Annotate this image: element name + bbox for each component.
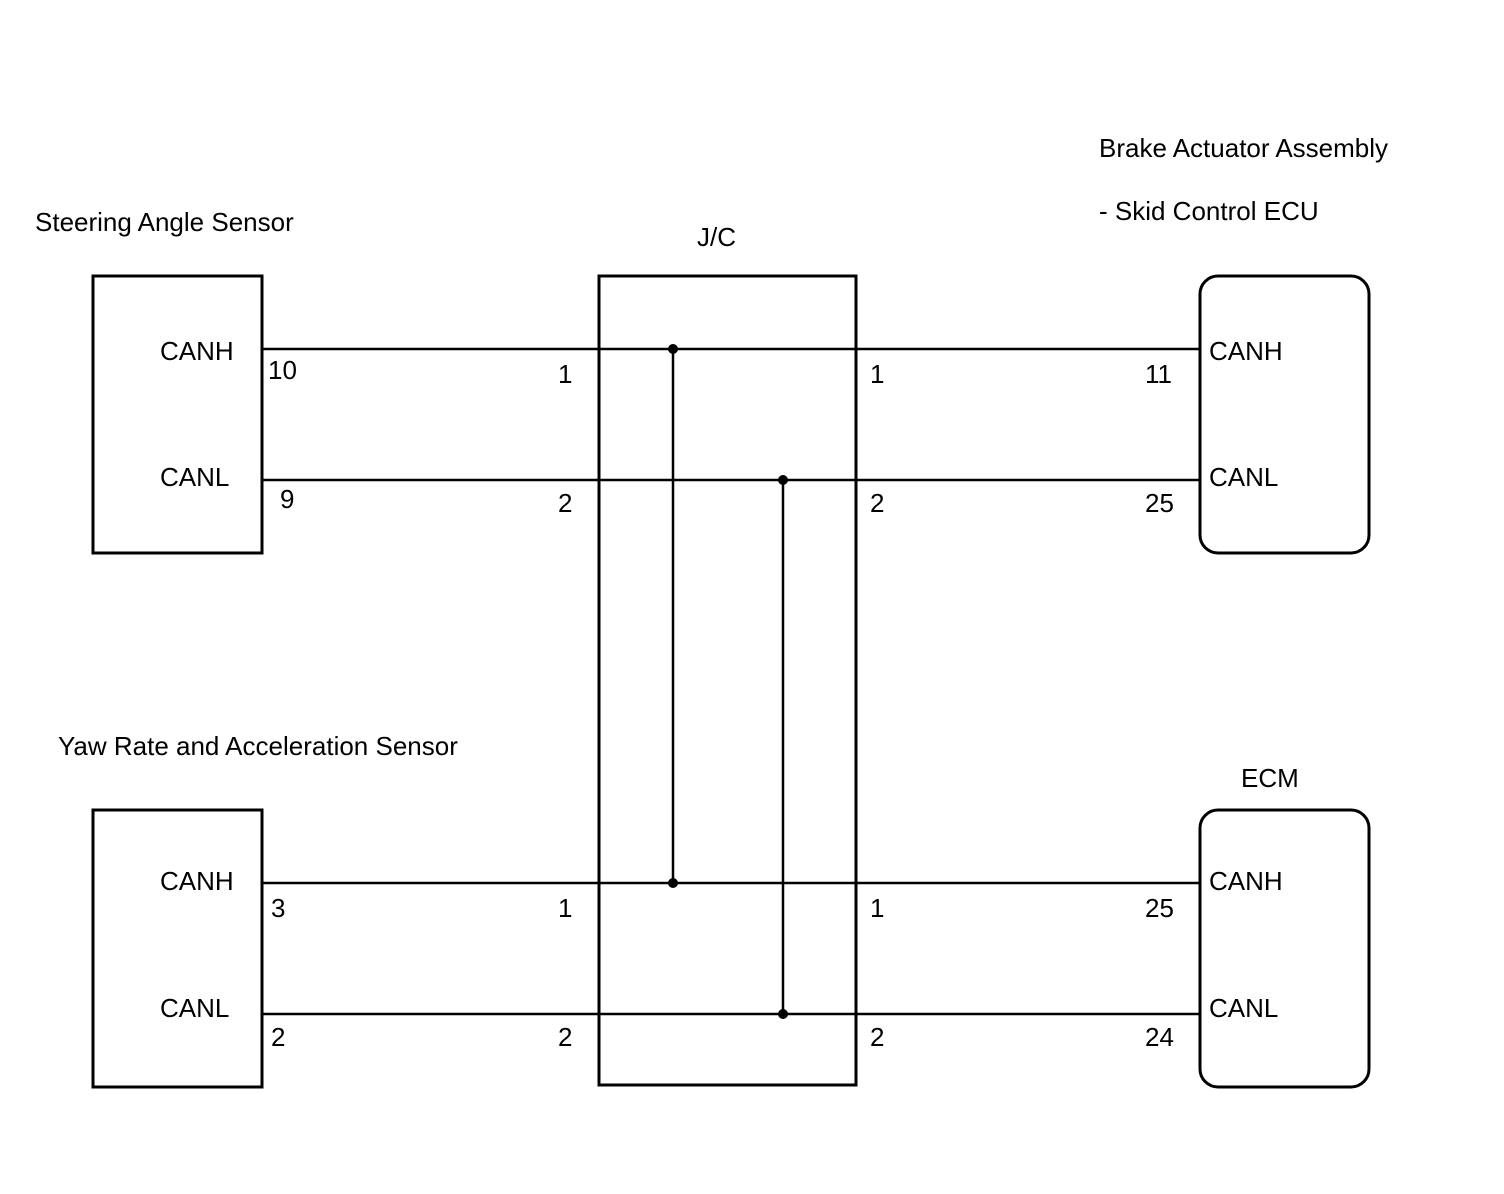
brake-actuator-title: Brake Actuator Assembly bbox=[1099, 133, 1388, 163]
junction-connector-title: J/C bbox=[697, 222, 736, 252]
skid-control-ecu-box bbox=[1198, 274, 1371, 555]
yaw-rate-sensor-box bbox=[91, 808, 264, 1089]
jc-left-bottom-canl-pin: 2 bbox=[558, 1022, 572, 1052]
yaw-canh-pin: 3 bbox=[271, 893, 285, 923]
ecm-box bbox=[1198, 808, 1371, 1089]
jc-right-top-canh-pin: 1 bbox=[870, 359, 884, 389]
canl-junction-dot-top bbox=[778, 475, 788, 485]
ecm-canl-label: CANL bbox=[1209, 993, 1278, 1023]
jc-left-top-canl-pin: 2 bbox=[558, 488, 572, 518]
ecm-canl-pin: 24 bbox=[1145, 1022, 1174, 1052]
yaw-canl-label: CANL bbox=[160, 993, 229, 1023]
brake-canl-label: CANL bbox=[1209, 462, 1278, 492]
jc-left-bottom-canh-pin: 1 bbox=[558, 893, 572, 923]
junction-connector-box bbox=[597, 274, 858, 1087]
jc-right-bottom-canh-pin: 1 bbox=[870, 893, 884, 923]
steering-canl-pin: 9 bbox=[280, 484, 294, 514]
steering-angle-sensor-box bbox=[91, 274, 264, 555]
brake-canh-pin: 11 bbox=[1145, 359, 1172, 389]
yaw-canh-label: CANH bbox=[160, 866, 234, 896]
yaw-canl-pin: 2 bbox=[271, 1022, 285, 1052]
brake-canl-pin: 25 bbox=[1145, 488, 1174, 518]
jc-right-bottom-canl-pin: 2 bbox=[870, 1022, 884, 1052]
ecm-canh-label: CANH bbox=[1209, 866, 1283, 896]
steering-angle-sensor-title: Steering Angle Sensor bbox=[35, 207, 294, 237]
skid-control-ecu-title: - Skid Control ECU bbox=[1099, 196, 1319, 226]
brake-canh-label: CANH bbox=[1209, 336, 1283, 366]
steering-canl-label: CANL bbox=[160, 462, 229, 492]
ecm-title: ECM bbox=[1241, 763, 1299, 793]
yaw-rate-sensor-title: Yaw Rate and Acceleration Sensor bbox=[58, 731, 458, 761]
canh-junction-dot-bottom bbox=[668, 878, 678, 888]
canh-junction-dot-top bbox=[668, 344, 678, 354]
canl-junction-dot-bottom bbox=[778, 1009, 788, 1019]
ecm-canh-pin: 25 bbox=[1145, 893, 1174, 923]
steering-canh-label: CANH bbox=[160, 336, 234, 366]
steering-canh-pin: 10 bbox=[268, 355, 297, 385]
jc-left-top-canh-pin: 1 bbox=[558, 359, 572, 389]
jc-right-top-canl-pin: 2 bbox=[870, 488, 884, 518]
